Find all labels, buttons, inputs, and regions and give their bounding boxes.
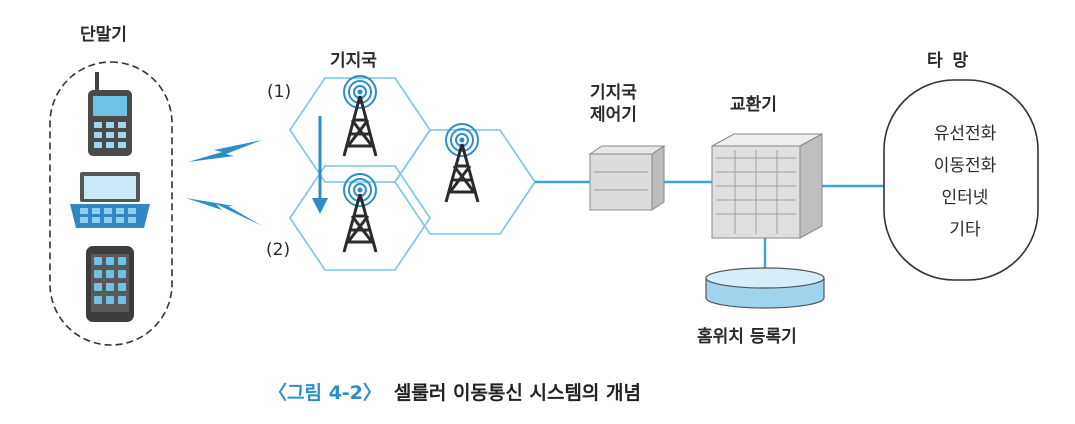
other-network-item: 유선전화 (933, 124, 997, 144)
rack-equipment-icon (588, 145, 666, 211)
feature-phone-icon (88, 72, 132, 156)
smartphone-icon (86, 246, 134, 322)
signal-bolt-icon (188, 140, 262, 162)
rack-equipment-icon (711, 133, 823, 239)
terminal-label: 단말기 (80, 25, 127, 45)
position-1-label: (1) (267, 82, 292, 102)
cell-tower-icon (342, 173, 378, 253)
cell-tower-icon (342, 75, 378, 157)
other-network-label: 타 망 (927, 51, 971, 71)
terminal-group-border (49, 61, 173, 346)
laptop-icon (70, 172, 150, 228)
cell-hexagon (289, 165, 431, 271)
position-2-label: (2) (266, 240, 291, 260)
base-station-label: 기지국 (330, 51, 377, 71)
other-network-list: 유선전화 이동전화 인터넷 기타 (920, 118, 1010, 246)
controller-label: 기지국 제어기 (590, 83, 637, 125)
cell-tower-icon (444, 123, 480, 203)
figure-number: 〈그림 4-2〉 (268, 382, 382, 404)
signal-bolt-icon (186, 198, 262, 226)
figure-caption: 〈그림 4-2〉 셀룰러 이동통신 시스템의 개념 (268, 378, 641, 405)
switch-label: 교환기 (730, 95, 777, 115)
handoff-arrow (312, 116, 328, 214)
database-icon (705, 267, 825, 309)
other-network-item: 기타 (949, 220, 981, 240)
other-network-item: 인터넷 (941, 188, 989, 208)
figure-title: 셀룰러 이동통신 시스템의 개념 (393, 382, 641, 404)
other-network-border (883, 79, 1039, 281)
home-location-register-label: 홈위치 등록기 (697, 327, 797, 347)
other-network-item: 이동전화 (933, 156, 997, 176)
